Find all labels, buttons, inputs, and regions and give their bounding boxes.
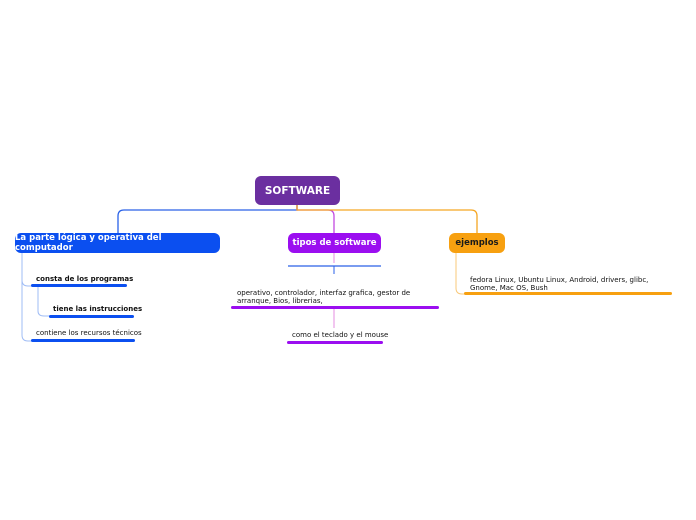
subtopic-recursos-tecnicos[interactable]: contiene los recursos técnicos [36, 329, 142, 337]
connector-logica-child1 [21, 279, 32, 287]
subtopic-underline [287, 341, 383, 344]
branch-node-ejemplos[interactable]: ejemplos [449, 233, 505, 253]
branch-ejemplos-label: ejemplos [455, 238, 499, 248]
subtopic-ejemplos-lista[interactable]: fedora Linux, Ubuntu Linux, Android, dri… [470, 276, 649, 292]
subtopic-tipos-lista[interactable]: operativo, controlador, interfaz grafica… [237, 289, 411, 305]
branch-tipos-label: tipos de software [292, 238, 377, 248]
connector-ejemplos-child [455, 253, 466, 295]
subtopic-teclado-mouse[interactable]: como el teclado y el mouse [292, 331, 389, 339]
connector-programas-instrucciones [37, 286, 50, 317]
subtopic-consta-programas[interactable]: consta de los programas [36, 275, 134, 283]
root-node-software[interactable]: SOFTWARE [255, 176, 340, 205]
connector-logica-children [21, 253, 32, 342]
subtopic-tiene-instrucciones[interactable]: tiene las instrucciones [53, 305, 143, 313]
branch-logica-label: La parte lógica y operativa del computad… [15, 233, 162, 253]
subtopic-underline [31, 284, 127, 287]
subtopic-underline [231, 306, 439, 309]
connector-root-ejemplos [296, 205, 478, 234]
subtopic-underline [464, 292, 672, 295]
subtopic-underline [49, 315, 134, 318]
connector-root-logica [117, 205, 298, 234]
subtopic-underline [31, 339, 135, 342]
root-label: SOFTWARE [264, 184, 331, 197]
branch-node-logica[interactable]: La parte lógica y operativa del computad… [15, 233, 220, 253]
branch-node-tipos[interactable]: tipos de software [288, 233, 381, 253]
